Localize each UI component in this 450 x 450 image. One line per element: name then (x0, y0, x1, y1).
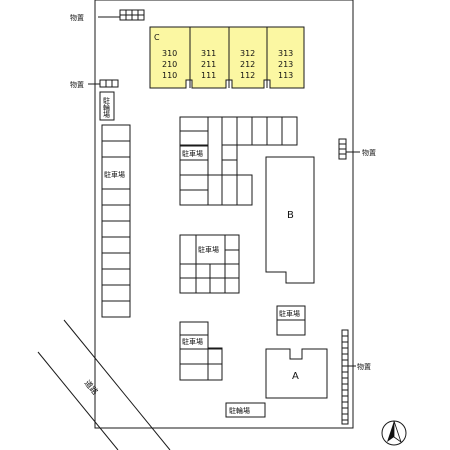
unit-110: 110 (162, 71, 177, 80)
unit-111: 111 (201, 71, 216, 80)
parking-middle-label: 駐車場 (198, 245, 219, 254)
building-b-label: B (287, 210, 294, 221)
site-boundary (94, 0, 354, 429)
bike-parking-left (99, 91, 115, 121)
unit-210: 210 (162, 60, 177, 69)
parking-near-a-label: 駐車場 (279, 309, 300, 318)
storage-lower-right-label: 物置 (357, 362, 371, 371)
unit-213: 213 (278, 60, 293, 69)
unit-311: 311 (201, 49, 216, 58)
bike-parking-left-label-1: 駐 (103, 96, 110, 105)
building-a (265, 348, 328, 399)
parking-near-a (276, 305, 306, 336)
bike-parking-bottom-label: 駐輪場 (229, 406, 250, 415)
building-c (149, 26, 305, 89)
unit-312: 312 (240, 49, 255, 58)
storage-lower-right (341, 329, 349, 425)
bike-parking-left-label-3: 場 (103, 110, 110, 119)
parking-central-l-label: 駐車場 (182, 149, 203, 158)
unit-313: 313 (278, 49, 293, 58)
parking-central-l-label-box (179, 145, 209, 161)
parking-lower-left-label: 駐車場 (182, 337, 203, 346)
unit-113: 113 (278, 71, 293, 80)
bike-parking-left-label-2: 輪 (103, 103, 110, 112)
storage-left (99, 79, 119, 88)
parking-left-label: 駐車場 (104, 170, 125, 179)
storage-right-label: 物置 (362, 148, 376, 157)
parking-middle-grid (179, 234, 240, 294)
unit-112: 112 (240, 71, 255, 80)
storage-left-label: 物置 (70, 80, 84, 89)
storage-top (119, 9, 145, 21)
unit-310: 310 (162, 49, 177, 58)
north-arrow-icon (381, 420, 407, 446)
storage-top-label: 物置 (70, 13, 84, 22)
building-b (265, 156, 315, 284)
storage-right (338, 138, 347, 160)
parking-left-column (101, 124, 131, 318)
bike-parking-bottom (225, 402, 266, 418)
unit-212: 212 (240, 60, 255, 69)
road-label: 道路 (82, 378, 100, 397)
building-a-label: A (292, 371, 299, 382)
road-edge-upper (63, 319, 171, 450)
parking-central-l (179, 116, 298, 206)
parking-lower-left (179, 321, 223, 381)
building-c-label: C (154, 33, 160, 42)
road-edge-lower (37, 351, 119, 450)
unit-211: 211 (201, 60, 216, 69)
